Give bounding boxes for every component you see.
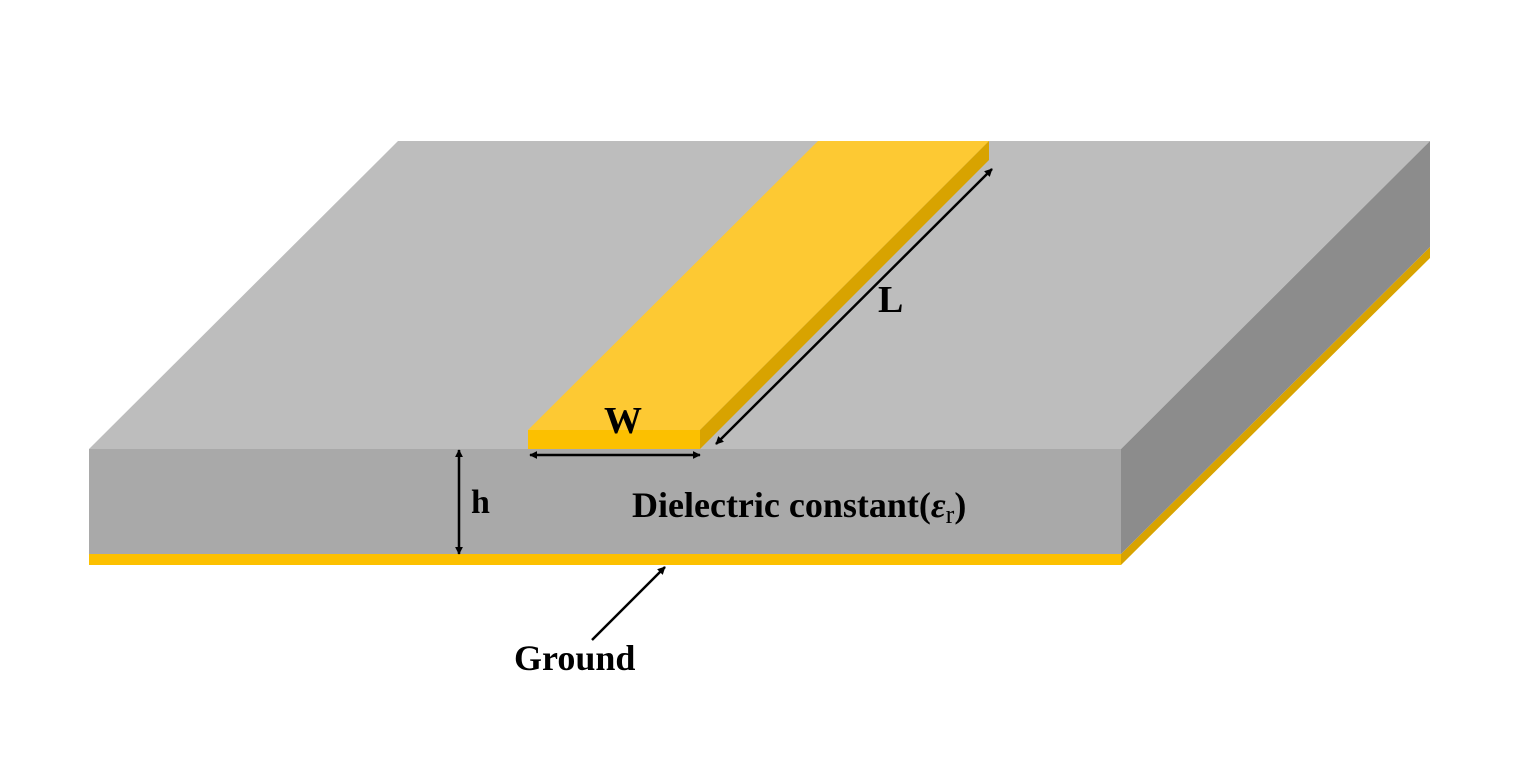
substrate-side-face [1121,141,1430,554]
ground-plane-side-edge [1121,247,1430,565]
ground-plane-front [89,554,1121,565]
epsilon-symbol: ε [931,485,946,525]
width-label: W [604,400,642,442]
height-label: h [471,484,490,521]
substrate-front-face [89,449,1121,554]
ground-pointer-arrow [591,566,666,641]
length-label: L [878,279,903,321]
microstrip-front-face [528,430,700,449]
epsilon-subscript: r [946,500,955,529]
ground-label: Ground [514,638,635,678]
dielectric-label-prefix: Dielectric constant( [632,485,931,525]
length-dimension-arrow [715,168,993,445]
dielectric-label-suffix: ) [954,485,966,525]
dielectric-constant-label: Dielectric constant(εr) [632,485,966,529]
